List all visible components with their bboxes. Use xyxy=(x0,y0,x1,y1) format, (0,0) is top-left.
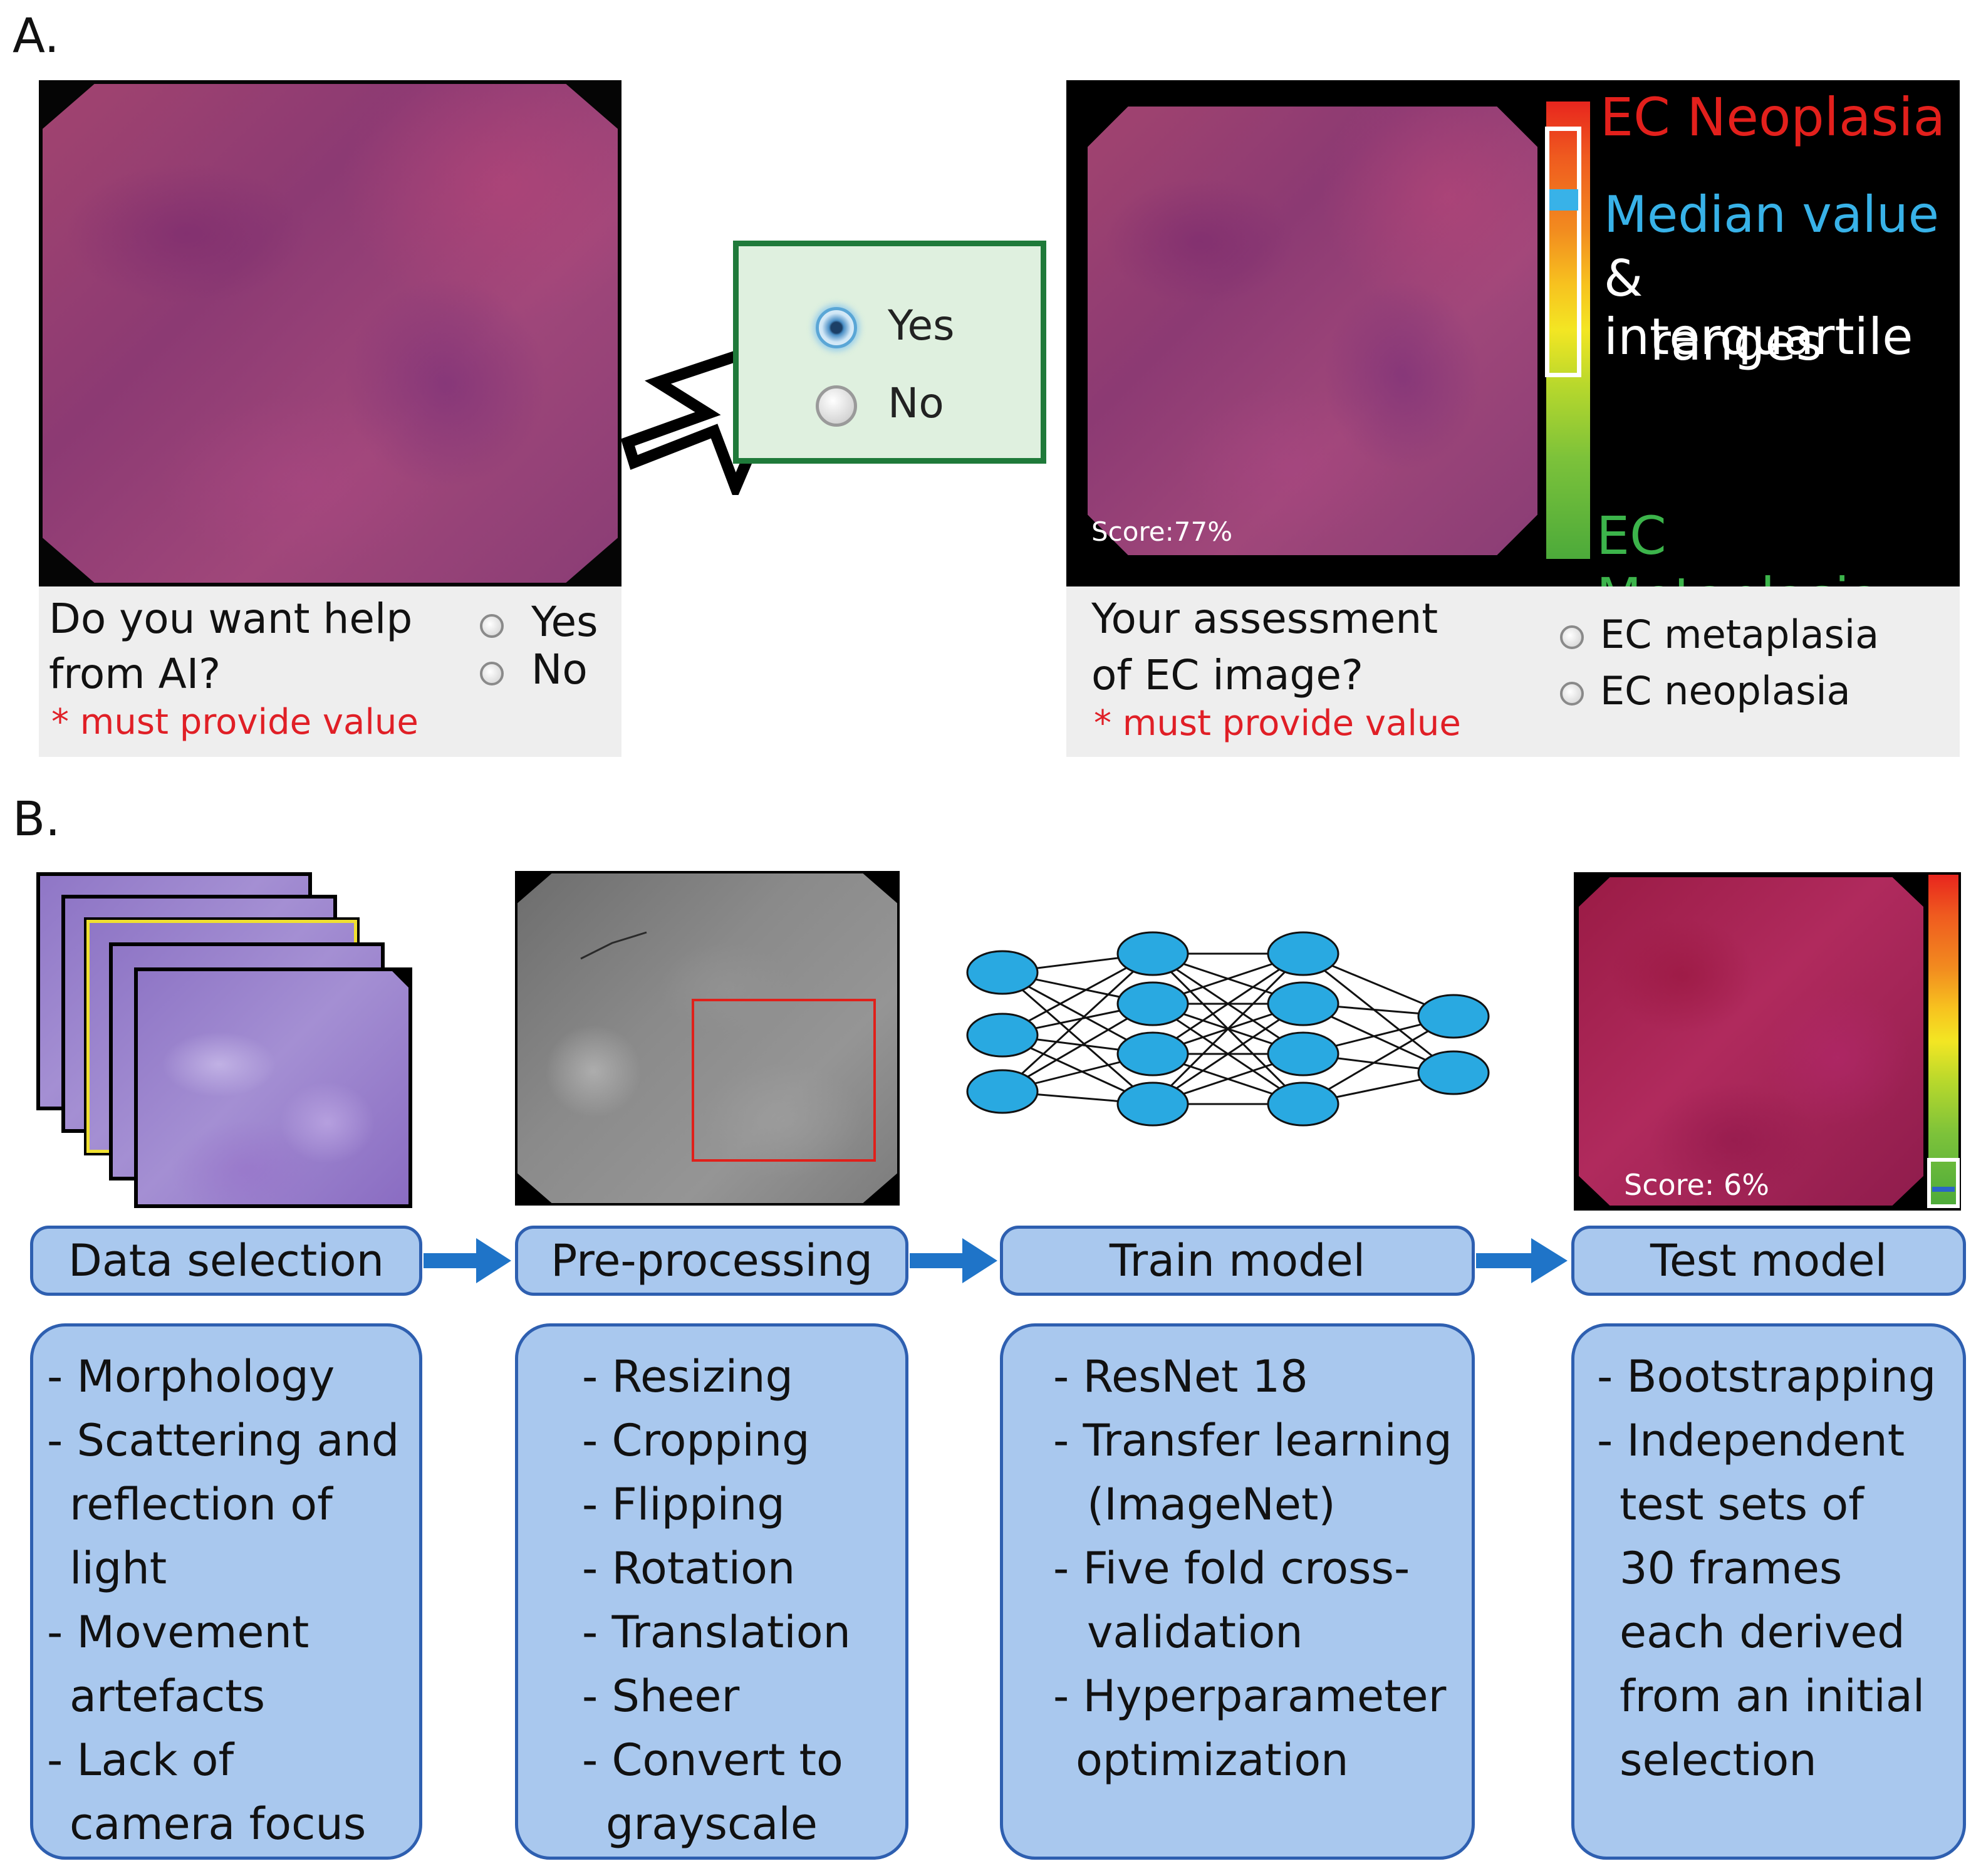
flow-arrow-3-icon xyxy=(1476,1238,1568,1283)
train-model-details: - ResNet 18 - Transfer learning (ImageNe… xyxy=(1000,1323,1475,1860)
list-item: - Rotation xyxy=(582,1543,796,1594)
assessment-form: Your assessment of EC image? * must prov… xyxy=(1066,586,1960,757)
choice-yes-radio[interactable] xyxy=(816,307,857,348)
list-item: reflection of xyxy=(70,1479,333,1530)
ai-help-no-label: No xyxy=(531,645,588,694)
image-stack-illustration xyxy=(36,872,412,1211)
list-item: - Translation xyxy=(582,1607,851,1658)
list-item: - Transfer learning xyxy=(1053,1415,1452,1466)
legend-interquartile-line2: ranges xyxy=(1650,313,1823,372)
choice-no-label: No xyxy=(888,379,944,427)
list-item: camera focus xyxy=(70,1798,367,1850)
flow-arrow-1-icon xyxy=(424,1238,511,1283)
ai-result-panel: Score:77% EC Neoplasia Median value & in… xyxy=(1066,80,1960,628)
test-score: Score: 6% xyxy=(1624,1168,1769,1202)
legend-ec-neoplasia: EC Neoplasia xyxy=(1600,86,1946,148)
list-item: - Independent xyxy=(1597,1415,1905,1466)
list-item: - Resizing xyxy=(582,1351,793,1402)
list-item: - Movement xyxy=(47,1607,309,1658)
ai-help-choice-dialog: Yes No xyxy=(733,241,1046,464)
ec-metaplasia-label: EC metaplasia xyxy=(1600,612,1880,657)
ai-help-question-line1: Do you want help xyxy=(49,595,413,643)
assessment-required-warning: * must provide value xyxy=(1094,703,1461,744)
list-item: each derived xyxy=(1620,1607,1905,1658)
grayscale-image-illustration xyxy=(515,871,900,1206)
probability-scale-bar xyxy=(1546,102,1590,559)
list-item: - Convert to xyxy=(582,1734,843,1786)
panel-a-label: A. xyxy=(13,8,60,63)
legend-interquartile-line1: & interquartile xyxy=(1604,249,1913,366)
list-item: - Sheer xyxy=(582,1670,740,1722)
ai-help-yes-label: Yes xyxy=(531,598,598,646)
pre-processing-details: - Resizing - Cropping - Flipping - Rotat… xyxy=(515,1323,908,1860)
test-interquartile-box xyxy=(1927,1158,1960,1208)
list-item: 30 frames xyxy=(1620,1543,1843,1594)
list-item: - Hyperparameter xyxy=(1053,1670,1447,1722)
panel-b-label: B. xyxy=(13,791,61,847)
ai-help-question-line2: from AI? xyxy=(49,650,221,698)
choice-yes-label: Yes xyxy=(888,301,955,350)
list-item: - Scattering and xyxy=(47,1415,400,1466)
ai-result-score: Score:77% xyxy=(1091,516,1233,547)
list-item: (ImageNet) xyxy=(1087,1479,1336,1530)
flow-arrow-2-icon xyxy=(910,1238,997,1283)
list-item: validation xyxy=(1087,1607,1303,1658)
list-item: - ResNet 18 xyxy=(1053,1351,1308,1402)
ai-help-yes-radio[interactable] xyxy=(480,614,504,638)
list-item: grayscale xyxy=(606,1798,818,1850)
ai-result-image xyxy=(1088,107,1537,555)
list-item: test sets of xyxy=(1620,1479,1864,1530)
choice-no-radio[interactable] xyxy=(816,385,857,427)
list-item: selection xyxy=(1620,1734,1817,1786)
list-item: from an initial xyxy=(1620,1670,1925,1722)
ai-help-required-warning: * must provide value xyxy=(51,702,419,743)
list-item: light xyxy=(70,1543,167,1594)
stage-data-selection: Data selection xyxy=(30,1226,422,1296)
ec-neoplasia-label: EC neoplasia xyxy=(1600,668,1851,714)
endoscopy-image-tissue xyxy=(43,84,618,583)
list-item: - Flipping xyxy=(582,1479,785,1530)
stage-pre-processing: Pre-processing xyxy=(515,1226,908,1296)
test-probability-scale xyxy=(1928,875,1958,1208)
test-result-image: Score: 6% xyxy=(1574,872,1961,1211)
interquartile-range-box xyxy=(1545,127,1581,377)
test-median-marker xyxy=(1932,1187,1955,1192)
list-item: - Morphology xyxy=(47,1351,335,1402)
legend-median-value: Median value xyxy=(1604,185,1939,244)
assessment-question-line1: Your assessment xyxy=(1091,595,1438,643)
crop-region-box xyxy=(692,999,876,1162)
data-selection-details: - Morphology - Scattering and reflection… xyxy=(30,1323,422,1860)
neural-network-diagram xyxy=(966,931,1490,1127)
list-item: - Lack of xyxy=(47,1734,234,1786)
ec-metaplasia-radio[interactable] xyxy=(1560,625,1584,649)
list-item: artefacts xyxy=(70,1670,266,1722)
ai-help-no-radio[interactable] xyxy=(480,662,504,685)
list-item: - Cropping xyxy=(582,1415,810,1466)
median-value-marker xyxy=(1549,189,1578,211)
stage-train-model: Train model xyxy=(1000,1226,1475,1296)
ai-help-form: Do you want help from AI? * must provide… xyxy=(39,586,621,757)
assessment-question-line2: of EC image? xyxy=(1091,651,1363,699)
stage-test-model: Test model xyxy=(1571,1226,1966,1296)
ec-neoplasia-radio[interactable] xyxy=(1560,682,1584,706)
list-item: optimization xyxy=(1076,1734,1349,1786)
list-item: - Five fold cross- xyxy=(1053,1543,1410,1594)
test-model-details: - Bootstrapping - Independent test sets … xyxy=(1571,1323,1966,1860)
list-item: - Bootstrapping xyxy=(1597,1351,1937,1402)
endoscopy-image-input xyxy=(39,80,621,586)
